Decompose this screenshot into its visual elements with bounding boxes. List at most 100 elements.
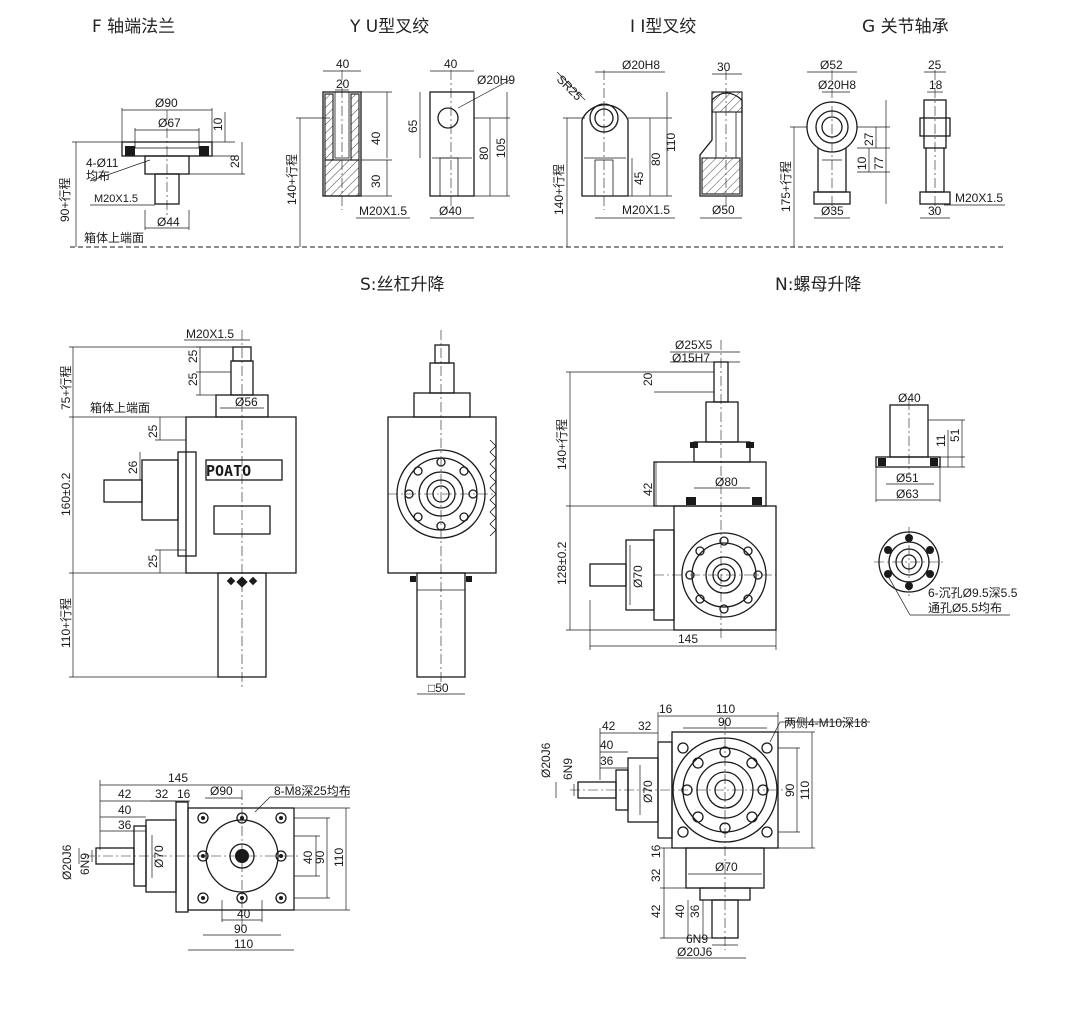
g-h27: 27 [862, 132, 876, 146]
bl-holes: 8-M8深25均布 [274, 784, 351, 798]
s-h26: 26 [126, 460, 140, 474]
g-d52: Ø52 [820, 58, 843, 72]
bl-d70: Ø70 [152, 845, 166, 868]
g-w25: 25 [928, 58, 942, 72]
yu-thread: M20X1.5 [359, 204, 407, 218]
flange-d44: Ø44 [157, 215, 180, 229]
flange-even: 均布 [86, 169, 110, 183]
title-yu-clevis: Y U型叉绞 [349, 17, 429, 37]
title-ii-clevis: I I型叉绞 [630, 17, 696, 37]
g-thread: M20X1.5 [955, 191, 1003, 205]
br-k6b: 6N9 [686, 932, 708, 946]
flange-ref: 箱体上端面 [84, 230, 144, 245]
n-h20: 20 [641, 372, 655, 386]
n-h11: 11 [934, 434, 948, 447]
s-front-drawing [69, 330, 297, 690]
n-through: 通孔Ø5.5均布 [928, 601, 1002, 615]
flange-holes: 4-Ø11 [86, 156, 119, 170]
ii-sr25: SR25 [554, 72, 585, 103]
ii-thread: M20X1.5 [622, 203, 670, 217]
yu-pin: Ø20H9 [477, 73, 515, 87]
bl-v90: 90 [313, 850, 327, 864]
bl-w16: 16 [177, 787, 191, 801]
n-stroke140: 140+行程 [554, 419, 569, 470]
n-holes: 6-沉孔Ø9.5深5.5 [928, 586, 1018, 600]
s-side-drawing [387, 330, 497, 695]
flange-f-drawing [72, 108, 245, 247]
s-stroke110: 110+行程 [58, 598, 73, 648]
s-thread: M20X1.5 [186, 327, 234, 341]
yu-clevis-drawing [296, 70, 511, 247]
br-view-drawing [555, 712, 870, 959]
s-h160: 160±0.2 [59, 472, 73, 516]
bl-d90: Ø90 [210, 784, 233, 798]
br-d70b: Ø70 [715, 860, 738, 874]
br-h36: 36 [688, 904, 702, 918]
yu-stroke: 140+行程 [284, 154, 299, 205]
n-front-drawing [566, 340, 777, 650]
g-pin: Ø20H8 [818, 78, 856, 92]
n-h42: 42 [641, 482, 655, 496]
s-logo: POATO [206, 462, 251, 480]
br-d20b: Ø20J6 [677, 945, 713, 959]
yu-h40: 40 [369, 131, 383, 145]
ii-d50: Ø50 [712, 203, 735, 217]
s-stroke75: 75+行程 [58, 366, 73, 410]
ii-w30: 30 [717, 60, 731, 74]
bl-b110: 110 [234, 937, 253, 951]
yu-h80: 80 [477, 146, 491, 160]
br-d70: Ø70 [641, 780, 655, 803]
br-h40: 40 [673, 904, 687, 918]
n-d25: Ø25X5 [675, 338, 713, 352]
s-sq50: □50 [428, 681, 449, 695]
n-d63: Ø63 [896, 487, 919, 501]
flange-d67: Ø67 [158, 116, 181, 130]
yu-w40a: 40 [336, 57, 350, 71]
br-w42: 42 [602, 719, 616, 733]
flange-stroke: 90+行程 [57, 178, 72, 222]
n-h51: 51 [948, 428, 962, 442]
ii-stroke: 140+行程 [551, 164, 566, 215]
br-holes: 两侧4-M10深18 [784, 716, 868, 730]
br-w110: 110 [716, 702, 735, 716]
s-h25a: 25 [186, 349, 200, 363]
g-d35: Ø35 [821, 204, 844, 218]
title-s-screw: S:丝杠升降 [360, 275, 445, 295]
s-h25b: 25 [186, 372, 200, 386]
ii-pin: Ø20H8 [622, 58, 660, 72]
br-w16: 16 [659, 702, 673, 716]
yu-h30: 30 [369, 174, 383, 188]
yu-w20: 20 [336, 77, 350, 91]
flange-h10: 10 [211, 117, 225, 131]
n-d51: Ø51 [896, 471, 919, 485]
title-f-flange: F 轴端法兰 [92, 17, 175, 37]
yu-d40: Ø40 [439, 204, 462, 218]
g-h10: 10 [855, 156, 869, 170]
ii-h45: 45 [632, 171, 646, 185]
ii-h80: 80 [649, 152, 663, 166]
n-d70: Ø70 [631, 565, 645, 588]
title-n-nut: N:螺母升降 [775, 275, 861, 295]
br-h16: 16 [649, 844, 663, 858]
yu-h65: 65 [406, 119, 420, 133]
bl-v110: 110 [332, 848, 346, 867]
bl-top-view-drawing [78, 780, 350, 951]
bl-w145: 145 [168, 771, 188, 785]
g-stroke: 175+行程 [778, 161, 793, 212]
br-w40: 40 [600, 738, 614, 752]
br-w36: 36 [600, 754, 614, 768]
bl-w32: 32 [155, 787, 169, 801]
n-nut-detail [874, 400, 1010, 616]
ii-clevis-drawing [556, 70, 743, 247]
br-k6: 6N9 [561, 758, 575, 780]
bl-w36: 36 [118, 818, 132, 832]
flange-thread: M20X1.5 [94, 193, 138, 205]
bl-b40: 40 [237, 907, 251, 921]
n-d15: Ø15H7 [672, 351, 710, 365]
ii-h110: 110 [664, 133, 678, 152]
n-h128: 128±0.2 [555, 541, 569, 585]
flange-h28: 28 [228, 154, 242, 168]
s-ref: 箱体上端面 [90, 400, 150, 415]
bl-w42: 42 [118, 787, 132, 801]
bl-d20: Ø20J6 [60, 844, 74, 880]
